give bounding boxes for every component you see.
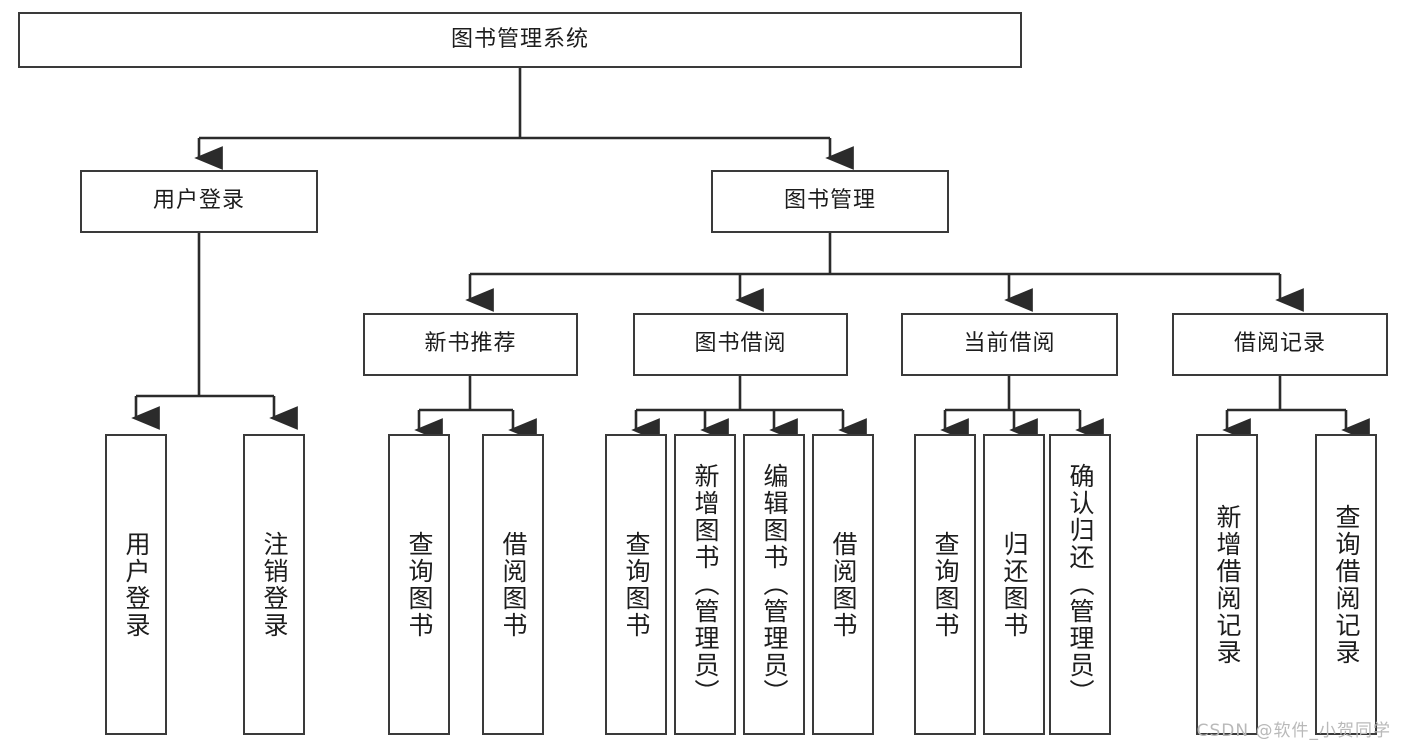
leaf-add-borrow-record-label: 新增借阅记录 <box>1213 503 1242 666</box>
leaf-user-login[interactable]: 用户登录 <box>105 434 167 735</box>
leaf-logout-label: 注销登录 <box>260 530 289 639</box>
leaf-book-edit-admin-label: 编辑图书（管理员） <box>760 463 789 706</box>
leaf-new-book-borrow-label: 借阅图书 <box>499 530 528 639</box>
leaf-query-borrow-record-label: 查询借阅记录 <box>1332 503 1361 666</box>
node-user-login[interactable]: 用户登录 <box>80 170 318 233</box>
leaf-current-borrow-query[interactable]: 查询图书 <box>914 434 976 735</box>
leaf-new-book-borrow[interactable]: 借阅图书 <box>482 434 544 735</box>
leaf-book-borrow-action-label: 借阅图书 <box>829 530 858 639</box>
leaf-confirm-return-admin-label: 确认归还（管理员） <box>1066 463 1095 706</box>
node-borrow-record[interactable]: 借阅记录 <box>1172 313 1388 376</box>
leaf-add-borrow-record[interactable]: 新增借阅记录 <box>1196 434 1258 735</box>
leaf-logout[interactable]: 注销登录 <box>243 434 305 735</box>
leaf-new-book-query-label: 查询图书 <box>405 530 434 639</box>
node-root-system[interactable]: 图书管理系统 <box>18 12 1022 68</box>
node-new-book-recommend[interactable]: 新书推荐 <box>363 313 578 376</box>
leaf-book-borrow-query[interactable]: 查询图书 <box>605 434 667 735</box>
watermark-text: CSDN @软件_小贺同学 <box>1196 721 1391 741</box>
node-borrow-record-label: 借阅记录 <box>1233 331 1326 357</box>
node-book-management-label: 图书管理 <box>783 188 876 214</box>
node-book-borrow[interactable]: 图书借阅 <box>633 313 848 376</box>
leaf-book-add-admin-label: 新增图书（管理员） <box>691 463 720 706</box>
node-user-login-label: 用户登录 <box>152 188 245 214</box>
leaf-user-login-label: 用户登录 <box>122 530 151 639</box>
leaf-new-book-query[interactable]: 查询图书 <box>388 434 450 735</box>
leaf-return-book[interactable]: 归还图书 <box>983 434 1045 735</box>
node-book-management[interactable]: 图书管理 <box>711 170 949 233</box>
leaf-book-borrow-action[interactable]: 借阅图书 <box>812 434 874 735</box>
leaf-book-add-admin[interactable]: 新增图书（管理员） <box>674 434 736 735</box>
leaf-book-borrow-query-label: 查询图书 <box>622 530 651 639</box>
node-root-system-label: 图书管理系统 <box>450 26 589 52</box>
leaf-return-book-label: 归还图书 <box>1000 530 1029 639</box>
node-current-borrow[interactable]: 当前借阅 <box>901 313 1118 376</box>
node-book-borrow-label: 图书借阅 <box>694 331 787 357</box>
leaf-current-borrow-query-label: 查询图书 <box>931 530 960 639</box>
node-new-book-recommend-label: 新书推荐 <box>424 331 517 357</box>
leaf-query-borrow-record[interactable]: 查询借阅记录 <box>1315 434 1377 735</box>
leaf-book-edit-admin[interactable]: 编辑图书（管理员） <box>743 434 805 735</box>
leaf-confirm-return-admin[interactable]: 确认归还（管理员） <box>1049 434 1111 735</box>
node-current-borrow-label: 当前借阅 <box>963 331 1056 357</box>
